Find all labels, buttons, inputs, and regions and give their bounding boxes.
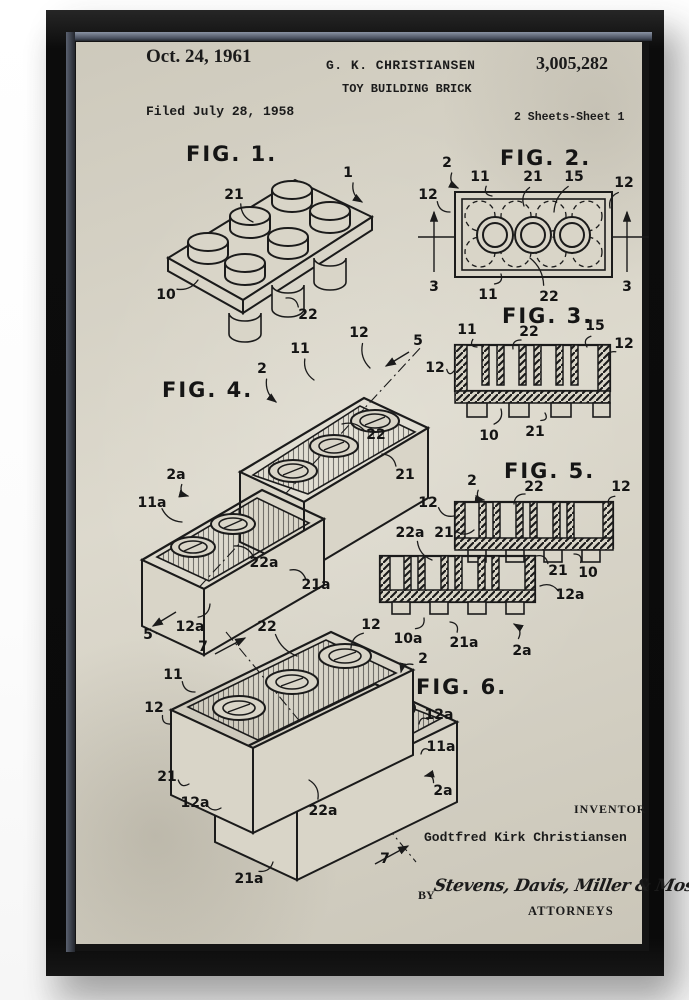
- reference-numeral: 12: [614, 336, 633, 352]
- reference-numeral: 11a: [138, 495, 167, 511]
- leader-line: [541, 413, 547, 421]
- frame-inner-lip-top: [66, 32, 652, 41]
- reference-numeral: 21: [523, 169, 542, 185]
- leader-line: [182, 682, 195, 692]
- reference-numeral: 3: [429, 279, 439, 295]
- leader-line: [439, 508, 454, 517]
- fig3-tube-walls: [482, 345, 578, 385]
- reference-numeral: 2: [418, 651, 428, 667]
- fig6-drawing: 7 22 12 11 12 2 12a 11a 2a 21 12a 22a 21a 7: [131, 612, 476, 907]
- fig5-upper-section: [455, 502, 613, 562]
- reference-numeral: 22: [519, 324, 538, 340]
- leader-line: [494, 409, 502, 424]
- leader-line: [362, 343, 370, 368]
- invention-title: TOY BUILDING BRICK: [342, 82, 472, 96]
- reference-numeral: 11: [470, 169, 489, 185]
- reference-numeral: 22a: [250, 555, 279, 571]
- reference-numeral: 15: [564, 169, 583, 185]
- reference-numeral: 7: [380, 851, 390, 867]
- reference-numeral: 12: [418, 187, 437, 203]
- reference-numeral: 22: [539, 289, 558, 305]
- reference-numeral: 2: [257, 361, 267, 377]
- inventor-abbrev: G. K. CHRISTIANSEN: [326, 58, 475, 73]
- leader-line: [266, 379, 276, 402]
- leader-line: [437, 202, 450, 212]
- reference-numeral: 12a: [181, 795, 210, 811]
- reference-numeral: 21: [525, 424, 544, 440]
- reference-numeral: 12: [361, 617, 380, 633]
- inventor-caption: INVENTOR: [574, 802, 646, 817]
- frame-inner-lip-left: [66, 32, 75, 952]
- reference-numeral: 22: [257, 619, 276, 635]
- reference-numeral: 1: [343, 165, 353, 181]
- attorney-signature: Stevens, Davis, Miller & Mosher: [432, 876, 689, 896]
- fig3-studs: [467, 403, 610, 417]
- reference-numeral: 11: [457, 322, 476, 338]
- reference-numeral: 12: [418, 495, 437, 511]
- reference-numeral: 11: [163, 667, 182, 683]
- reference-numeral: 11: [290, 341, 309, 357]
- fig5-lower-section: [380, 556, 535, 614]
- section-arrow-7-top: [215, 638, 245, 654]
- leader-line: [447, 369, 454, 373]
- reference-numeral: 2a: [433, 783, 452, 799]
- reference-numeral: 11a: [427, 739, 456, 755]
- reference-numeral: 3: [622, 279, 632, 295]
- reference-numeral: 2a: [512, 643, 531, 659]
- reference-numeral: 22: [366, 427, 385, 443]
- patent-print-canvas: Oct. 24, 1961 G. K. CHRISTIANSEN TOY BUI…: [76, 42, 642, 944]
- reference-numeral: 21a: [302, 577, 331, 593]
- reference-numeral: 2: [467, 473, 477, 489]
- reference-numeral: 10: [578, 565, 598, 581]
- reference-numeral: 7: [198, 639, 208, 655]
- leader-line: [514, 624, 520, 639]
- reference-numeral: 12: [349, 325, 368, 341]
- reference-numeral: 22a: [396, 525, 425, 541]
- reference-numeral: 22: [298, 307, 317, 323]
- reference-numeral: 10: [156, 287, 176, 303]
- reference-numeral: 12: [144, 700, 163, 716]
- reference-numeral: 11: [478, 287, 497, 303]
- picture-frame: Oct. 24, 1961 G. K. CHRISTIANSEN TOY BUI…: [46, 10, 664, 976]
- reference-numeral: 10: [479, 428, 499, 444]
- reference-numeral: 21: [548, 563, 567, 579]
- reference-numeral: 12: [611, 479, 630, 495]
- reference-numeral: 5: [413, 333, 423, 349]
- leader-line: [477, 490, 484, 500]
- leader-line: [353, 183, 362, 202]
- sheet-info: 2 Sheets-Sheet 1: [514, 111, 624, 124]
- leader-line: [451, 173, 458, 188]
- patent-date: Oct. 24, 1961: [146, 46, 252, 68]
- reference-numeral: 22: [524, 479, 543, 495]
- fig1-drawing: 21 1 10 22: [126, 162, 426, 347]
- patent-number: 3,005,282: [536, 53, 608, 74]
- reference-numeral: 15: [585, 318, 604, 334]
- reference-numeral: 21a: [235, 871, 264, 887]
- reference-numeral: 2: [442, 155, 452, 171]
- reference-numeral: 12: [614, 175, 633, 191]
- reference-numeral: 12a: [556, 587, 585, 603]
- leader-line: [162, 715, 171, 724]
- attorneys-caption: ATTORNEYS: [528, 904, 614, 919]
- filed-date: Filed July 28, 1958: [146, 104, 294, 119]
- reference-numeral: 21: [157, 769, 176, 785]
- reference-numeral: 12a: [425, 707, 454, 723]
- reference-numeral: 21: [224, 187, 243, 203]
- reference-numeral: 21: [434, 525, 453, 541]
- leader-line: [305, 359, 314, 380]
- fig3-drawing: 11221512121021: [421, 317, 651, 457]
- inventor-name: Godtfred Kirk Christiansen: [424, 830, 627, 845]
- reference-numeral: 2a: [166, 467, 185, 483]
- leader-line: [574, 554, 581, 563]
- fig2-drawing: 2 11 21 15 12 12 3 3 11 22: [416, 152, 651, 317]
- fig2-tubes: [477, 217, 590, 253]
- reference-numeral: 22a: [309, 803, 338, 819]
- leader-line: [181, 485, 188, 496]
